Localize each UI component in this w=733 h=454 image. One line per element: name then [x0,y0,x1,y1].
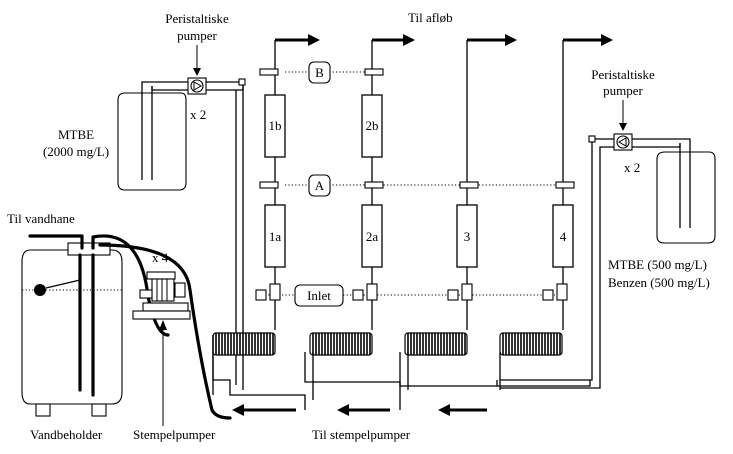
coil-2 [309,332,373,356]
peristaltic-right-pointer-head [619,123,627,131]
column-3-label: 3 [464,229,471,244]
mtbe-left-line1: MTBE [58,127,94,142]
column-1: 1b 1a [255,34,320,330]
water-tank [21,234,232,420]
bottom-return-piping [212,335,591,416]
column-2a-label: 2a [366,229,379,244]
coil-1 [212,332,276,356]
vandbeholder-label: Vandbeholder [30,427,103,442]
mtbe-left-line2: (2000 mg/L) [43,144,109,159]
mtbe-right-line2: Benzen (500 mg/L) [608,275,710,290]
sample-point-b-label: B [315,65,324,80]
peristaltic-label-right-line1: Peristaltiske [591,67,655,82]
peristaltic-label-left-line1: Peristaltiske [165,11,229,26]
column-4-label: 4 [560,229,567,244]
x2-left-label: x 2 [190,107,206,122]
sample-point-b: B [308,61,331,84]
column-1b-label: 1b [269,118,282,133]
coil-3 [404,332,468,356]
column-1a-label: 1a [269,229,282,244]
stempelpumper-label: Stempelpumper [133,427,216,442]
peristaltic-pump-right [500,133,633,389]
sample-point-a-label: A [315,178,325,193]
til-stempelpumper-label: Til stempelpumper [312,427,411,442]
sample-point-a: A [308,174,331,197]
x2-right-label: x 2 [624,160,640,175]
column-2b-label: 2b [366,118,379,133]
piston-pump [132,271,191,426]
coils-group [212,332,563,356]
peristaltic-label-left-line2: pumper [177,28,217,43]
coil-4 [499,332,563,356]
peristaltic-label-right-line2: pumper [603,83,643,98]
mtbe-bottle-left [117,81,190,191]
til-vandhane-label: Til vandhane [7,211,75,226]
sample-point-inlet: Inlet [294,284,344,307]
column-4: 4 [542,34,613,330]
mtbe-right-line1: MTBE (500 mg/L) [608,257,707,272]
til-afloeb-label: Til afløb [408,10,453,25]
peristaltic-left-pointer-head [193,68,201,76]
column-2: 2b 2a [352,34,415,330]
column-3: 3 [447,34,517,330]
sample-point-inlet-label: Inlet [307,288,331,303]
mtbe-benzen-bottle-right [632,138,716,244]
